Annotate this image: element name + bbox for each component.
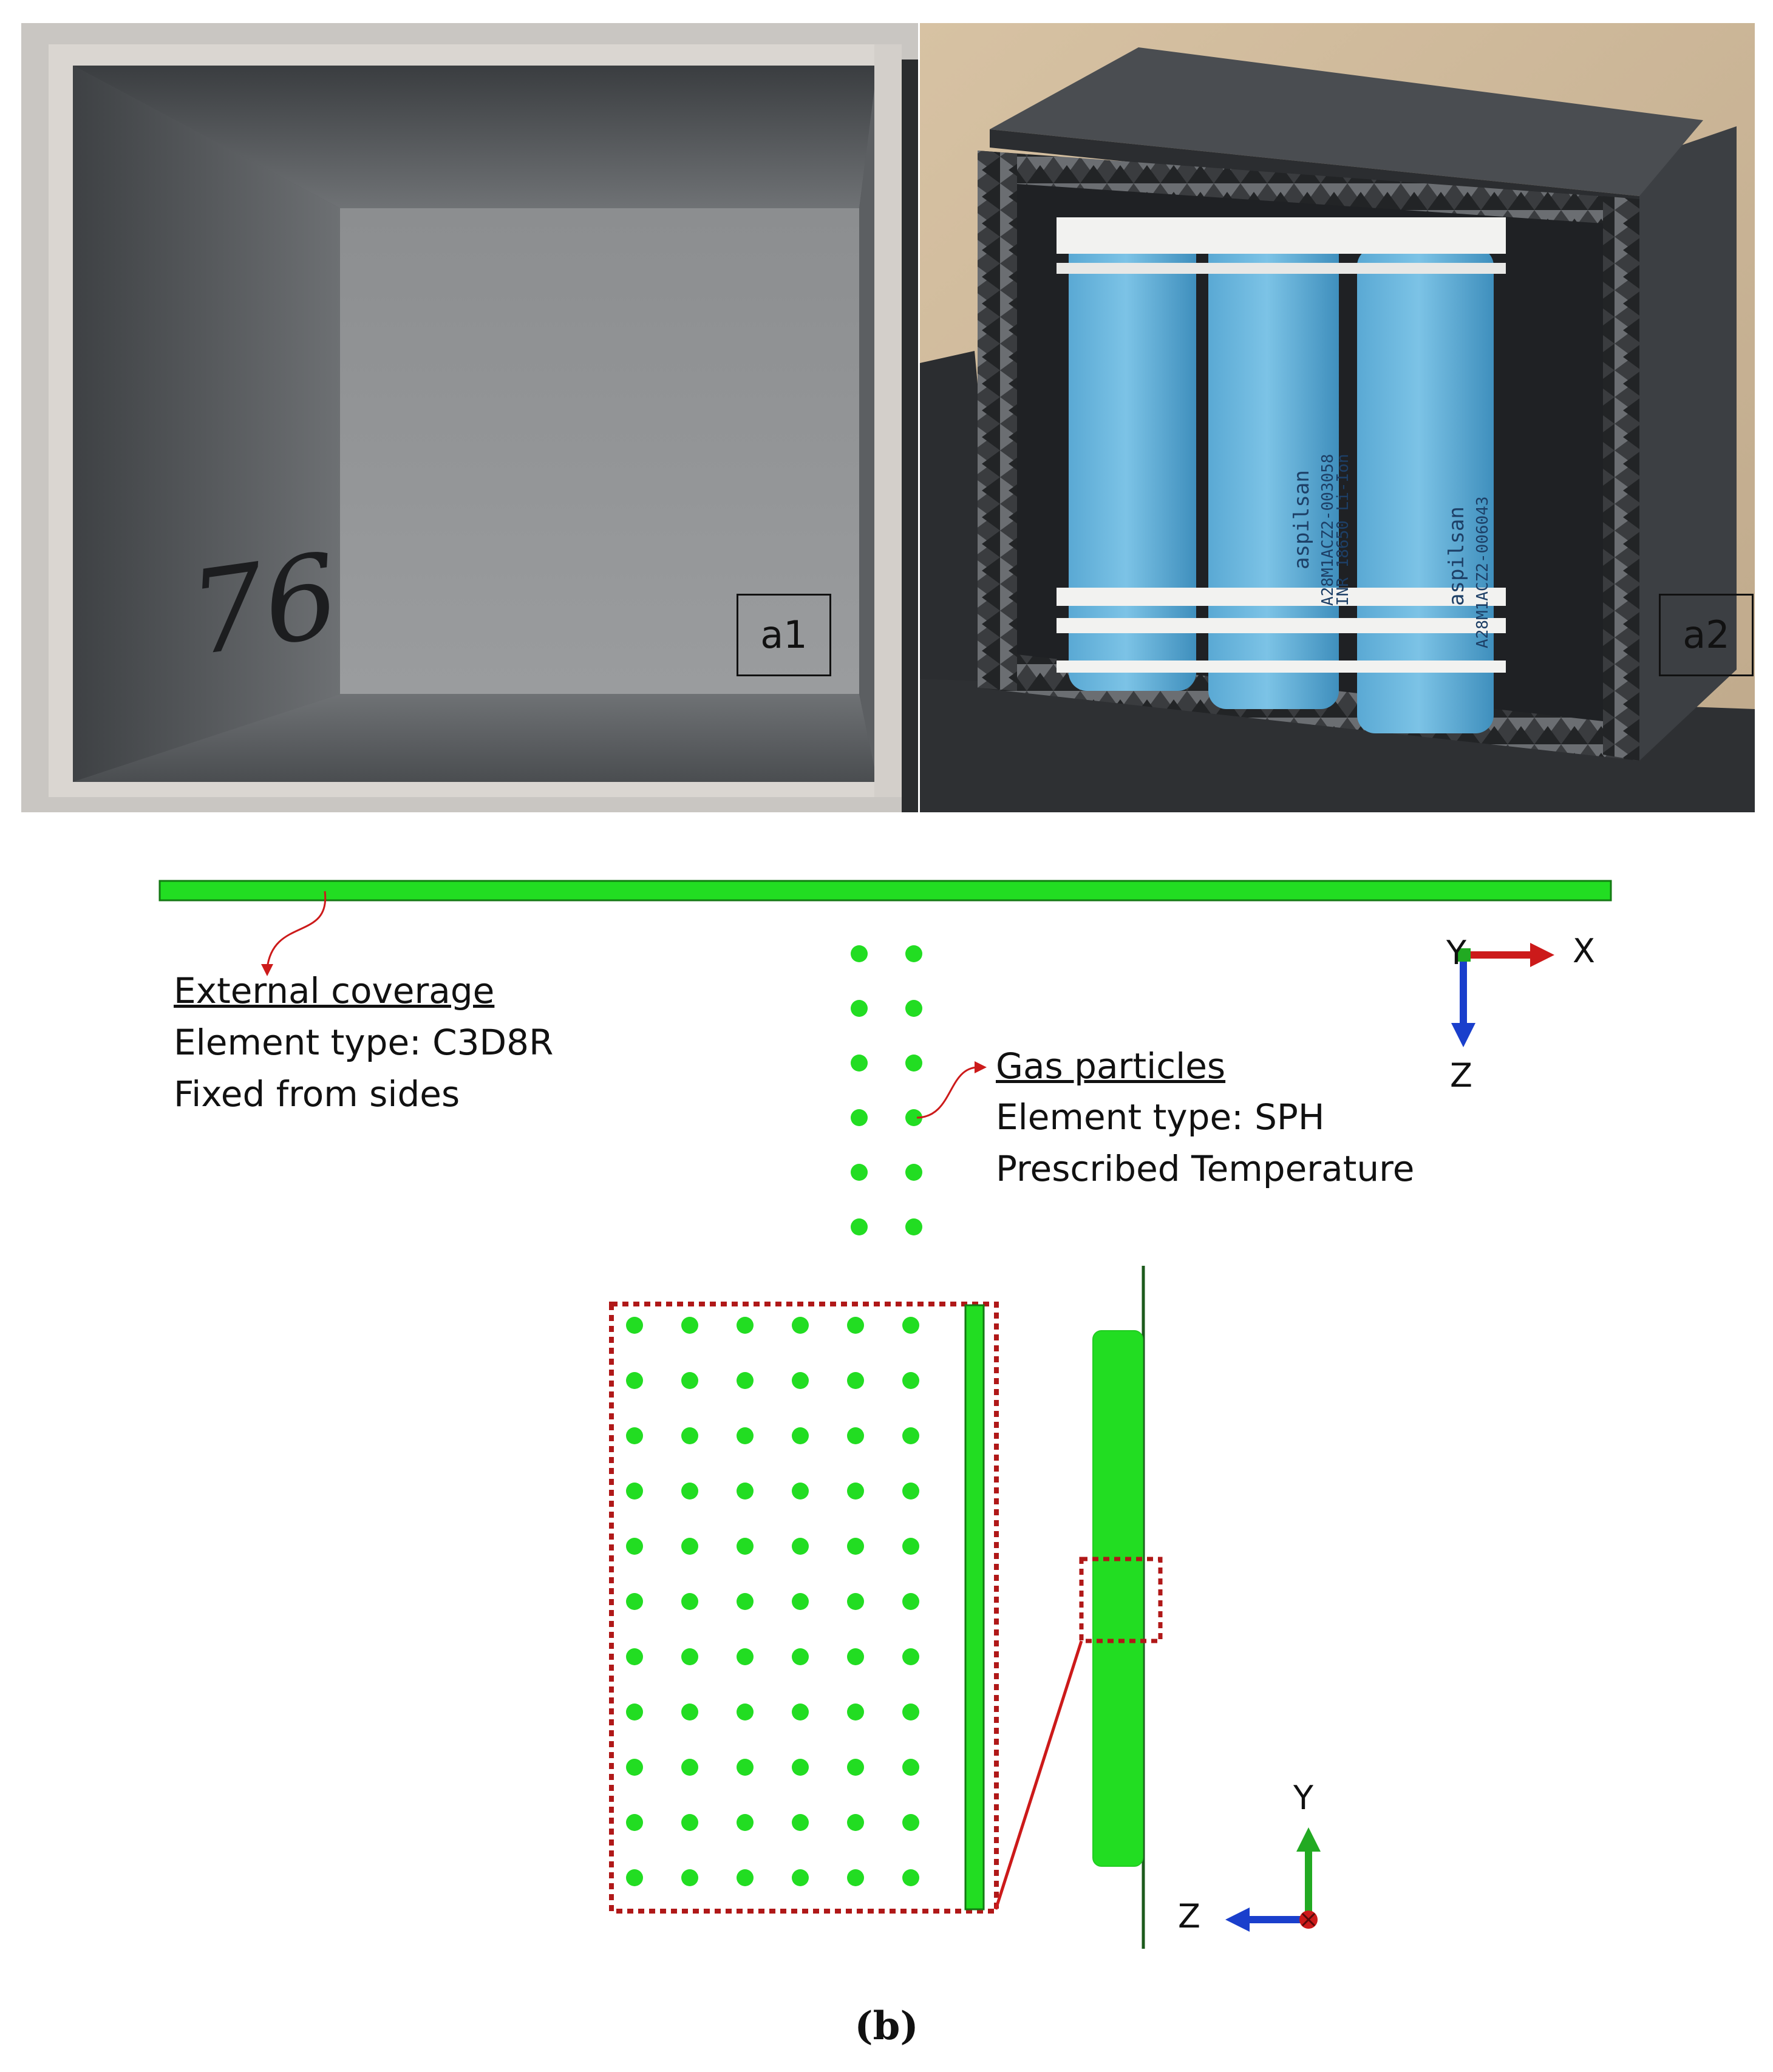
handwritten-mark: 76 (183, 528, 347, 681)
gas-particles-leader (916, 1066, 978, 1119)
photo-a2: aspilsan A28M1ACZ2-003058 INR 18650 Li-I… (920, 23, 1755, 812)
gas-particle-column (851, 945, 922, 1235)
external-coverage-leader (266, 891, 327, 969)
axis-triad-bottom (1225, 1827, 1321, 1932)
external-coverage-constraint: Fixed from sides (174, 1073, 460, 1115)
gas-particles-condition: Prescribed Temperature (996, 1148, 1415, 1189)
external-coverage-title: External coverage (174, 970, 495, 1011)
battery-cells (1057, 217, 1506, 733)
top-axis-x-label: X (1573, 932, 1595, 970)
zoom-detail-box (1079, 1557, 1163, 1643)
zoomed-wall-section (1092, 1330, 1143, 1867)
particle-region-dashed-box (609, 1302, 999, 1914)
bottom-axis-z-label: Z (1178, 1897, 1200, 1935)
open-box-photo: 76 (21, 23, 918, 812)
gas-particles-leader-head (975, 1061, 987, 1073)
top-axis-y-label: Y (1446, 934, 1466, 972)
external-coverage-plate (158, 880, 1612, 902)
cover-wall-strip (964, 1304, 985, 1911)
gas-particles-element-type: Element type: SPH (996, 1096, 1325, 1138)
particle-grid (626, 1317, 919, 1886)
axis-triad-top (1451, 943, 1554, 1047)
fe-model-diagram (158, 880, 1612, 1949)
gas-particles-title: Gas particles (996, 1045, 1226, 1087)
panel-tag-a2: a2 (1659, 594, 1754, 676)
cell-print-2b: A28M1ACZ2-006043 (1474, 497, 1492, 648)
cell-print-2a: aspilsan (1445, 506, 1469, 606)
figure-caption: (b) (854, 2003, 919, 2049)
external-coverage-element-type: Element type: C3D8R (174, 1022, 554, 1063)
panel-tag-a1: a1 (737, 594, 831, 676)
external-coverage-leader-head (261, 964, 273, 976)
battery-module-photo: aspilsan A28M1ACZ2-003058 INR 18650 Li-I… (920, 23, 1755, 812)
bottom-axis-y-label: Y (1293, 1779, 1313, 1817)
photo-a1: 76 a1 (21, 23, 918, 812)
zoom-connector-line (994, 1640, 1083, 1910)
top-axis-z-label: Z (1450, 1056, 1472, 1095)
cell-print-1c: INR 18650 Li-Ion (1334, 454, 1352, 606)
cell-print-1b: A28M1ACZ2-003058 (1319, 454, 1337, 606)
cell-print-1a: aspilsan (1290, 470, 1314, 569)
